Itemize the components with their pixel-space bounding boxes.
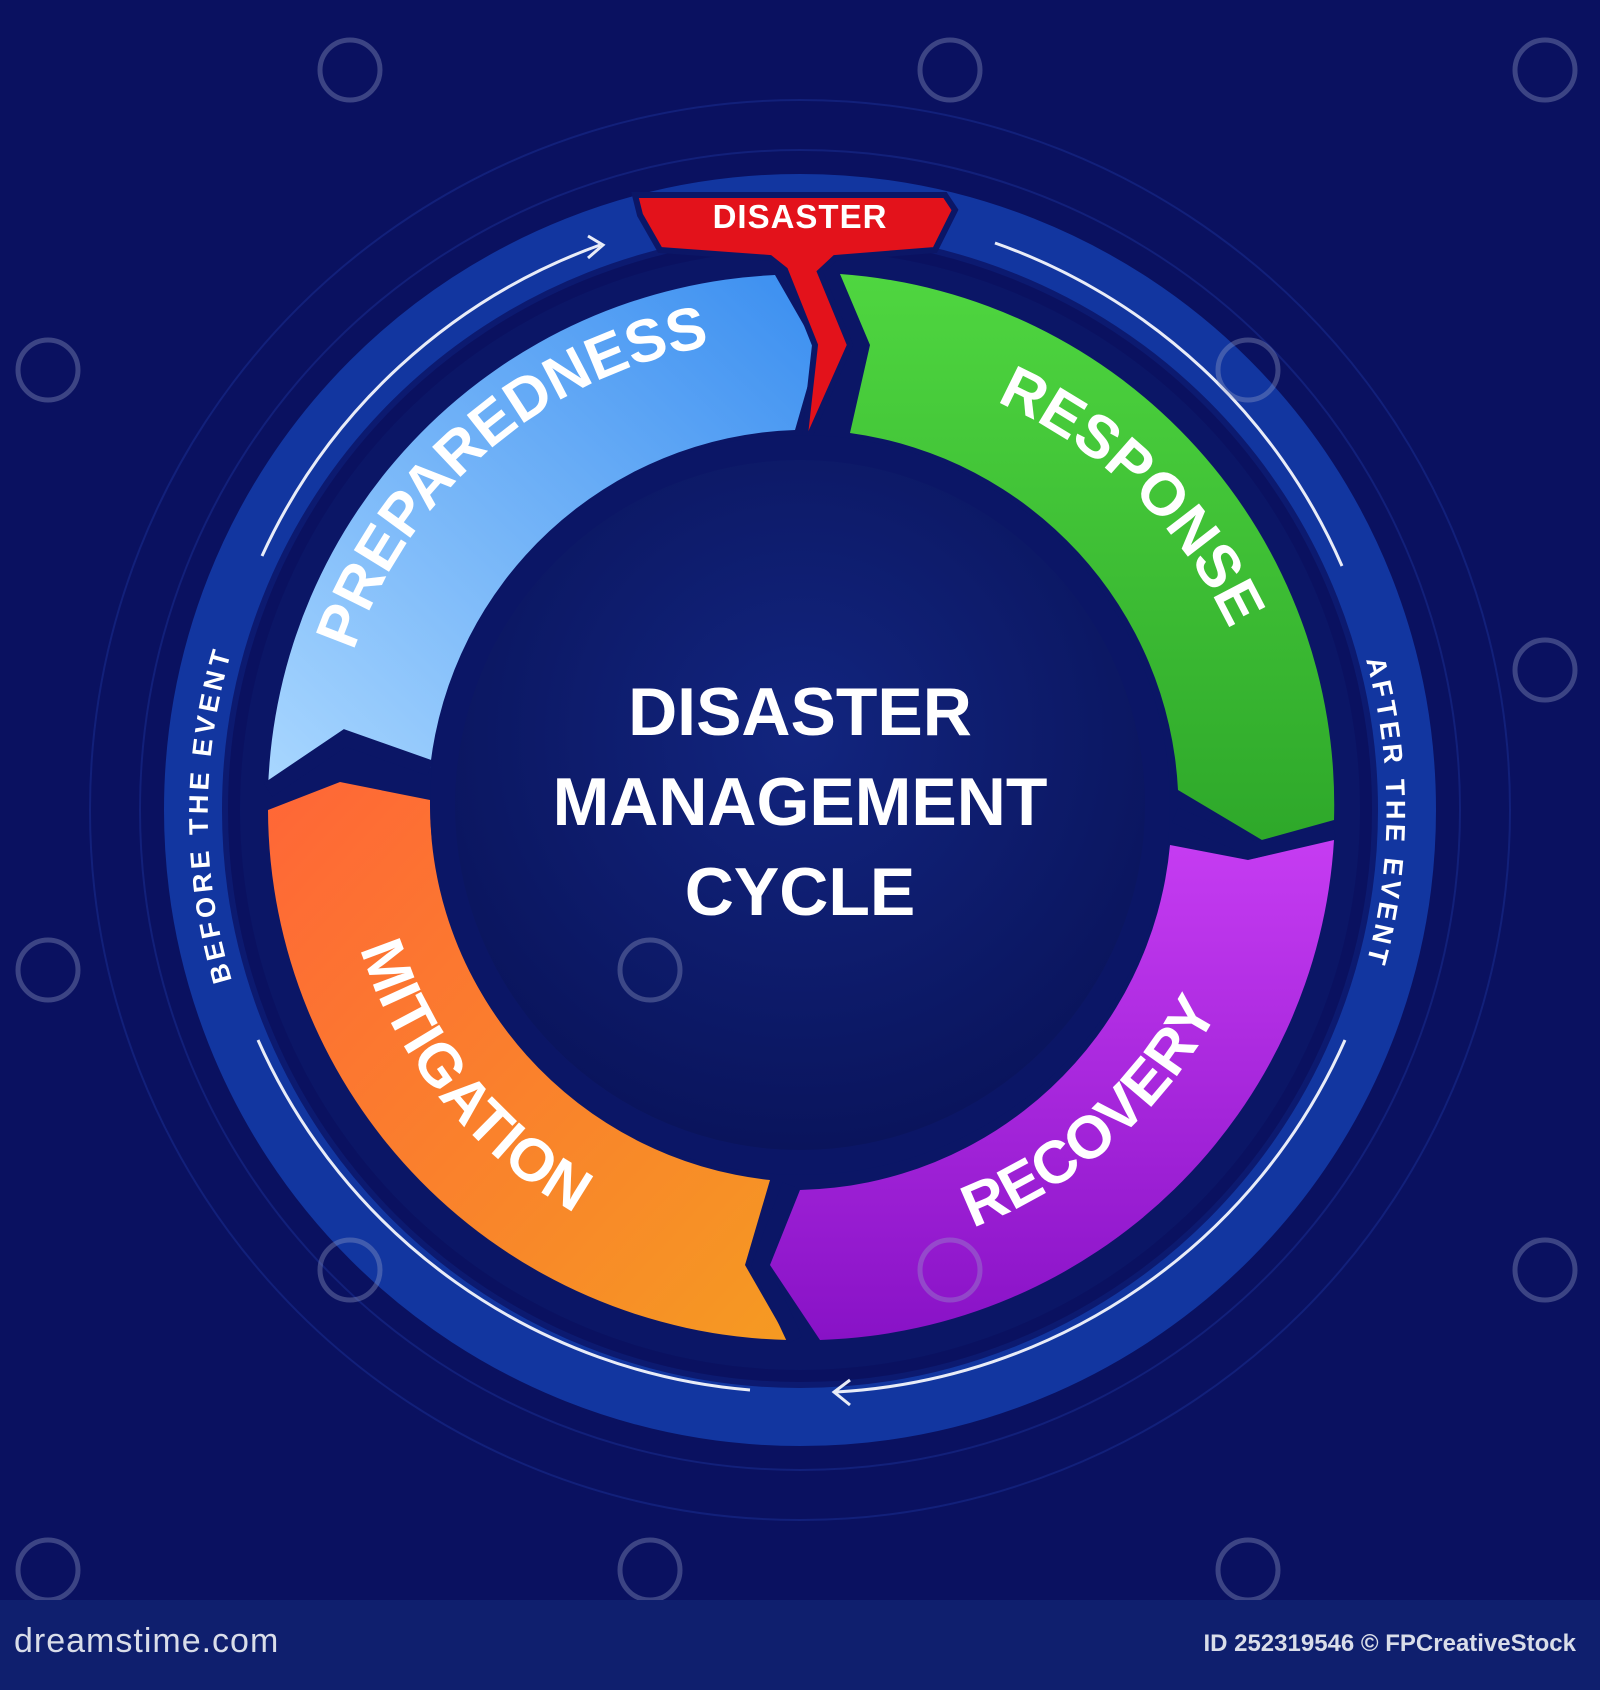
before-arrow-bottom-line (256, 1039, 751, 1392)
watermark-spiral-icon (317, 1237, 383, 1303)
after-arrow-top-line (994, 241, 1344, 567)
response-segment[interactable] (840, 274, 1335, 840)
watermark-spiral-icon (317, 37, 383, 103)
watermark-spiral-icon (1512, 637, 1578, 703)
disaster-cycle-diagram: BEFORE THE EVENT AFTER THE EVENT DISASTE… (15, 37, 1578, 1603)
after-arrow-bottom-line (835, 1039, 1347, 1394)
background-ring-outer (89, 99, 1511, 1521)
watermark-spiral-icon (1512, 37, 1578, 103)
watermark-spiral-icon (917, 1237, 983, 1303)
disaster-marker[interactable] (631, 192, 959, 438)
watermark-spiral-icon (917, 37, 983, 103)
watermark-spiral-icon (15, 1537, 81, 1603)
before-arrow-top-line (260, 243, 601, 557)
disaster-marker-label: DISASTER (713, 198, 888, 235)
center-circle (455, 460, 1145, 1150)
recovery-segment[interactable] (770, 840, 1334, 1340)
footer-bar: dreamstime.com ID 252319546 © FPCreative… (0, 1600, 1600, 1690)
separator-rec-mit (751, 1182, 803, 1344)
after-arrow-head-icon (831, 1378, 851, 1407)
background-ring-inner (139, 149, 1461, 1471)
footer-logo[interactable]: dreamstime.com (14, 1622, 280, 1660)
center-title-line-2: MANAGEMENT (553, 764, 1048, 840)
before-arrow-head-icon (587, 234, 606, 260)
watermark-spiral-icon (15, 937, 81, 1003)
center-title-line-1: DISASTER (628, 674, 972, 750)
watermark-spiral-icon (1512, 1237, 1578, 1303)
watermark-spiral-icon (617, 1537, 683, 1603)
center-title-line-3: CYCLE (685, 854, 915, 930)
watermark-spiral-icon (617, 937, 683, 1003)
footer-image-id: ID 252319546 © FPCreativeStock (1203, 1630, 1576, 1657)
watermark-spiral-icon (1215, 1537, 1281, 1603)
separator-prep-mit (263, 729, 433, 797)
mitigation-segment[interactable] (268, 782, 788, 1340)
watermark-spiral-icon (1215, 337, 1281, 403)
preparedness-segment[interactable] (268, 275, 818, 790)
separator-resp-rec (1171, 807, 1336, 859)
watermark-spiral-icon (15, 337, 81, 403)
